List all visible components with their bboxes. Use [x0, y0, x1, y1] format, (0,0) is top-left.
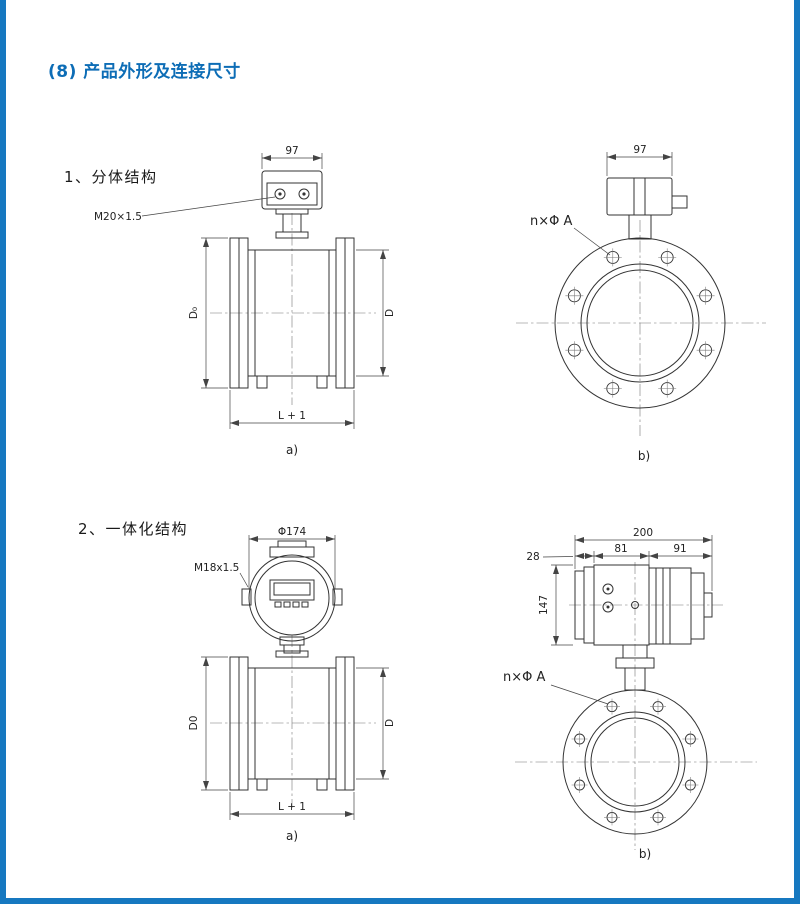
dim-label-length: L + 1 [278, 801, 306, 813]
dim-body-diameter: D [356, 249, 396, 377]
dim-label-d0: D0 [188, 716, 200, 731]
dim-label-phi174: Φ174 [278, 526, 307, 538]
thread-callout: M20×1.5 [94, 196, 276, 223]
dim-body-diameter: D [356, 667, 396, 780]
dim-label-d0: D₀ [188, 307, 200, 319]
dim-flange-diameter: D0 [188, 656, 228, 791]
dim-length: L + 1 [229, 792, 355, 820]
thread-label: M18x1.5 [194, 562, 239, 574]
dim-label-28: 28 [526, 551, 539, 563]
thread-callout: M18x1.5 [194, 562, 249, 588]
drawing-split-side-view: 97 M20×1.5 D₀ D L + 1 a) [94, 145, 396, 457]
dim-label-97: 97 [633, 144, 646, 156]
dim-length: L + 1 [229, 390, 355, 429]
dim-label-91: 91 [673, 543, 686, 555]
section-1-title: 1、分体结构 [64, 168, 158, 186]
bolt-hole-label: n×Φ A [530, 214, 572, 229]
dim-flange-diameter: D₀ [188, 237, 228, 389]
centerlines [515, 562, 757, 850]
dim-label-d: D [384, 309, 396, 317]
dim-total-width: 200 [574, 527, 713, 591]
neck [275, 213, 309, 239]
converter-head [241, 540, 343, 642]
dim-label-length: L + 1 [278, 410, 306, 422]
neck [275, 636, 309, 658]
sensor-body [229, 656, 355, 791]
terminal-box-rear [606, 177, 688, 240]
centerlines [210, 213, 376, 405]
left-border-bar [0, 0, 6, 904]
dim-top-width: 97 [261, 145, 323, 169]
drawing-integrated-front-view: 200 28 81 91 147 n×Φ A b) [503, 527, 757, 861]
dim-label-97: 97 [285, 145, 298, 157]
remote-terminal-box [261, 170, 323, 215]
converter-housing [574, 564, 713, 646]
dim-head-diameter: Φ174 [248, 526, 336, 589]
flange-front [554, 237, 726, 409]
centerlines [210, 635, 376, 808]
caption-b: b) [638, 449, 650, 463]
bolt-hole-callout: n×Φ A [503, 670, 609, 705]
flange-front [562, 689, 708, 835]
dim-label-d: D [384, 719, 396, 727]
caption-a: a) [286, 829, 298, 843]
centerlines [516, 220, 766, 436]
section-2-title: 2、一体化结构 [78, 520, 189, 538]
page-title: (8) 产品外形及连接尺寸 [48, 62, 241, 82]
dim-segments: 28 81 91 [526, 543, 712, 566]
right-border-bar [794, 0, 800, 904]
dim-top-width: 97 [606, 144, 673, 176]
drawing-integrated-side-view: Φ174 M18x1.5 D0 D L + 1 a) [188, 526, 396, 843]
caption-a: a) [286, 443, 298, 457]
bolt-hole-label: n×Φ A [503, 670, 545, 685]
dim-housing-height: 147 [538, 564, 573, 646]
bottom-border-bar [0, 898, 800, 904]
dim-label-81: 81 [614, 543, 627, 555]
dim-label-147: 147 [538, 595, 550, 615]
caption-b: b) [639, 847, 651, 861]
sensor-body [229, 237, 355, 389]
bolt-hole-callout: n×Φ A [530, 214, 611, 256]
drawing-split-front-view: 97 n×Φ A b) [516, 144, 766, 463]
dim-label-200: 200 [633, 527, 653, 539]
thread-label: M20×1.5 [94, 211, 142, 223]
